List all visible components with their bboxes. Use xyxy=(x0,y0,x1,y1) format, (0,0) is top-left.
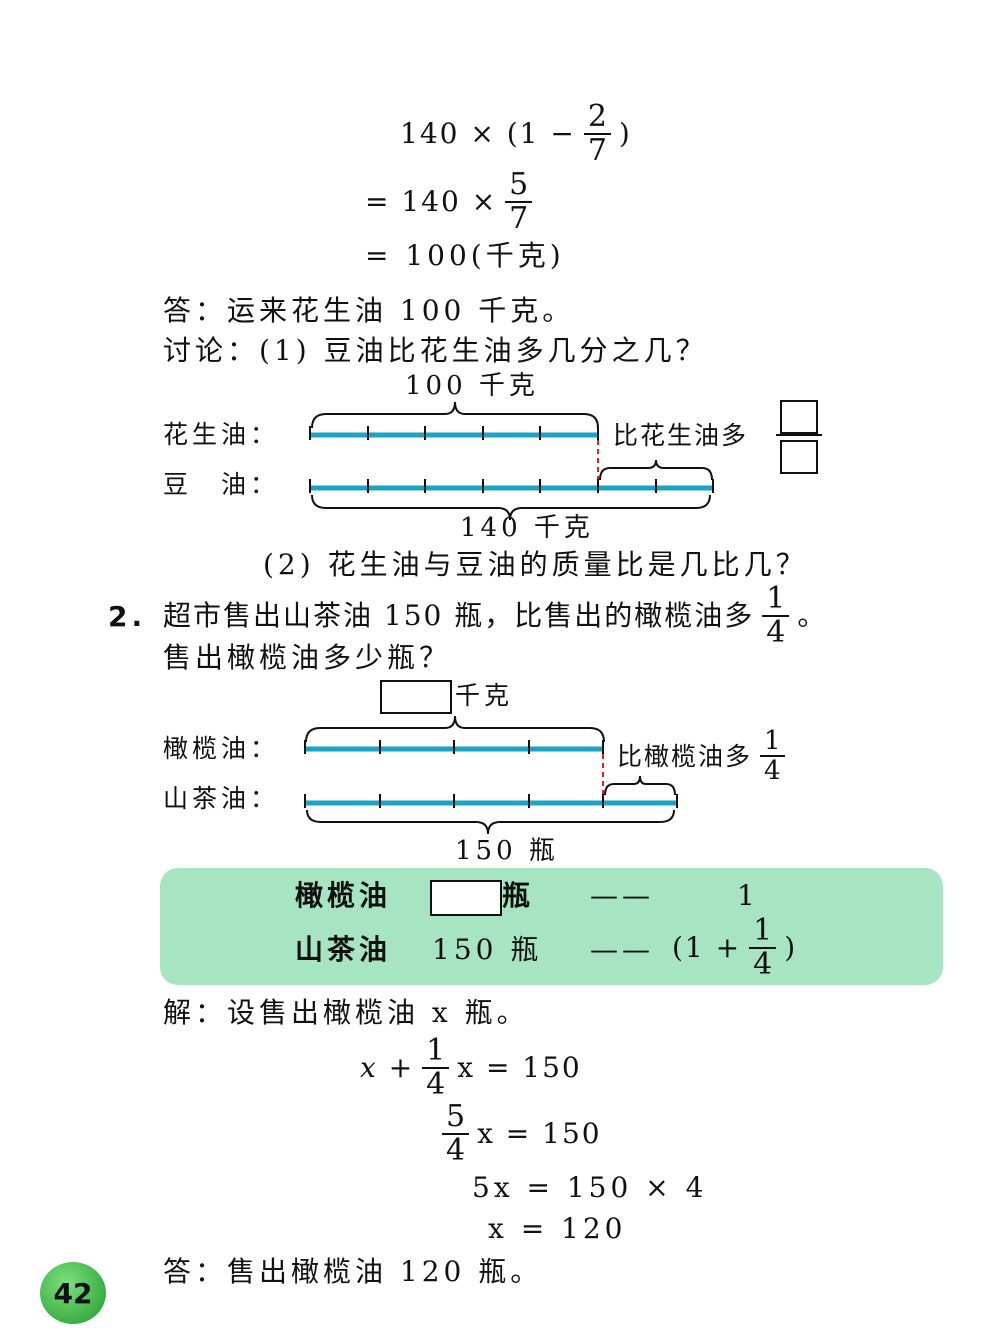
ticks-peanut xyxy=(309,426,599,440)
panel-row1-value: 1 xyxy=(737,879,759,912)
brace-extra xyxy=(599,459,713,481)
brace-extra xyxy=(604,775,676,796)
problem2-line1: 超市售出山茶油 150 瓶，比售出的橄榄油多 xyxy=(163,599,755,632)
answer-box-olive[interactable] xyxy=(380,680,452,714)
diagram1-row2-label: 豆 油： xyxy=(163,470,280,499)
panel-row1-label: 橄榄油 xyxy=(295,879,392,912)
relation-panel xyxy=(160,868,943,985)
panel-row1-dash: —— xyxy=(590,879,654,912)
calc-line1: 140 × (1 − xyxy=(400,117,576,150)
answer-box-denominator[interactable] xyxy=(780,440,818,474)
diagram2-side-label: 比橄榄油多 xyxy=(617,741,753,771)
diagram2-row2-label: 山茶油： xyxy=(163,784,280,813)
panel-row2-close: ) xyxy=(784,931,798,964)
equation4: x = 120 xyxy=(488,1212,627,1245)
brace-bottom xyxy=(311,494,711,521)
brace-top xyxy=(305,715,605,743)
discuss-question1: 讨论：(1) 豆油比花生油多几分之几？ xyxy=(163,334,708,367)
equation3: 5x = 150 × 4 xyxy=(472,1171,708,1204)
diagram1 xyxy=(309,401,822,521)
discuss-question2: (2) 花生油与豆油的质量比是几比几？ xyxy=(263,548,808,581)
ticks-olive xyxy=(304,740,604,754)
brace-bottom xyxy=(306,809,675,835)
panel-row2-value: 150 瓶 xyxy=(432,933,543,966)
panel-row1-unit: 瓶 xyxy=(502,879,535,912)
ticks-soy xyxy=(309,479,714,493)
brace-top xyxy=(311,401,599,429)
answer-box-panel[interactable] xyxy=(430,880,502,916)
equation1-right: x = 150 xyxy=(457,1051,582,1084)
solution-intro: 解：设售出橄榄油 x 瓶。 xyxy=(163,996,529,1029)
problem2-line2: 售出橄榄油多少瓶？ xyxy=(163,641,452,674)
calc-line3: = 100(千克) xyxy=(365,239,565,272)
diagram2-bottom-label: 150 瓶 xyxy=(455,836,559,866)
answer2: 答：售出橄榄油 120 瓶。 xyxy=(163,1255,543,1288)
problem-number: 2. xyxy=(108,600,147,633)
diagram1-bottom-label: 140 千克 xyxy=(460,513,594,543)
panel-row2-dash: —— xyxy=(590,933,654,966)
answer-box-numerator[interactable] xyxy=(780,400,818,434)
equation2-right: x = 150 xyxy=(477,1117,602,1150)
diagram2 xyxy=(304,715,678,835)
panel-row2-open: (1 + xyxy=(672,931,742,964)
ticks-camellia xyxy=(304,794,678,808)
answer1: 答：运来花生油 100 千克。 xyxy=(163,294,575,327)
calc-close: ) xyxy=(618,117,632,150)
problem2-period: 。 xyxy=(797,599,828,632)
diagram1-row1-label: 花生油： xyxy=(163,420,280,449)
panel-row2-label: 山茶油 xyxy=(295,933,392,966)
diagram1-top-label: 100 千克 xyxy=(405,371,539,401)
diagram2-top-unit: 千克 xyxy=(455,681,514,710)
diagram2-row1-label: 橄榄油： xyxy=(163,734,280,763)
diagram1-side-label: 比花生油多 xyxy=(613,421,749,450)
equation1-left: x + xyxy=(360,1051,415,1084)
page-number: 42 xyxy=(40,1262,106,1324)
calc-line2: = 140 × xyxy=(365,185,498,218)
